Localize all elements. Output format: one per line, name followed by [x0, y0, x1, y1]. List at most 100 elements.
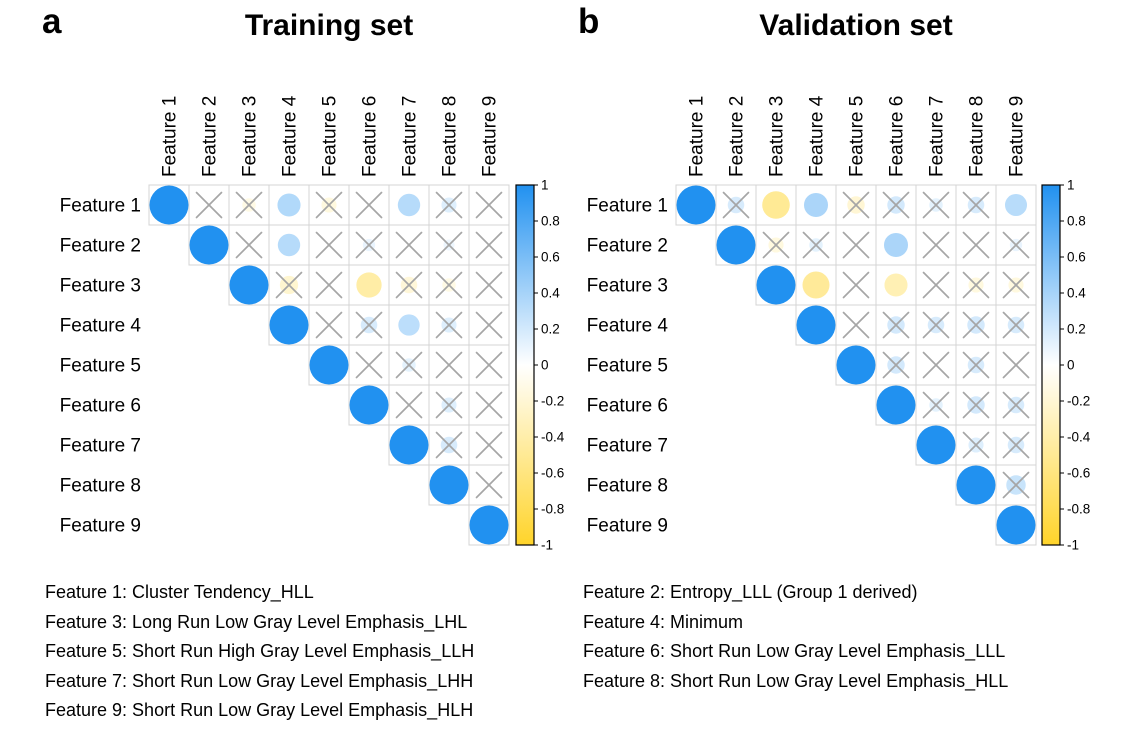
- matrix-cell: [835, 184, 877, 226]
- x-mark: [315, 271, 343, 299]
- matrix-cell: [955, 384, 997, 426]
- colorbar-tick-label: -0.2: [541, 394, 564, 409]
- colorbar-tick-label: 0.6: [1067, 250, 1086, 265]
- matrix-cell: [875, 304, 917, 346]
- matrix-cell: [875, 264, 917, 306]
- x-mark: [435, 311, 463, 339]
- x-mark: [1002, 351, 1030, 379]
- matrix-cell: [468, 464, 510, 506]
- matrix-cell: [915, 224, 957, 266]
- matrix-cell: [428, 464, 470, 506]
- matrix-cell: [875, 344, 917, 386]
- diagonal-circle: [469, 505, 509, 545]
- correlation-circle: [277, 193, 301, 217]
- colorbar-tick-label: -0.8: [1067, 502, 1090, 517]
- x-mark: [435, 271, 463, 299]
- matrix-cell: [388, 424, 430, 466]
- matrix-cell: [915, 384, 957, 426]
- matrix-cell: [715, 224, 757, 266]
- column-label: Feature 6: [887, 96, 908, 177]
- matrix-cell: [268, 264, 310, 306]
- matrix-cell: [268, 224, 310, 266]
- correlation-circle: [1004, 193, 1028, 217]
- x-mark: [435, 431, 463, 459]
- x-mark: [315, 191, 343, 219]
- cell-border: [348, 304, 390, 346]
- colorbar-gradient: [1041, 184, 1061, 546]
- x-mark: [435, 191, 463, 219]
- x-mark: [922, 391, 950, 419]
- matrix-cell: [915, 184, 957, 226]
- colorbar-tick-label: 0: [541, 358, 549, 373]
- x-mark: [962, 311, 990, 339]
- colorbar-tick-label: -0.4: [1067, 430, 1091, 445]
- row-label: Feature 4: [60, 316, 142, 337]
- diagonal-circle: [796, 305, 836, 345]
- correlation-circle: [883, 232, 909, 258]
- x-mark: [435, 231, 463, 259]
- colorbar-tick-label: 0.8: [541, 214, 560, 229]
- matrix-cell: [915, 304, 957, 346]
- colorbar-tick-label: 0: [1067, 358, 1075, 373]
- colorbar-tick-label: 0.4: [1067, 286, 1086, 301]
- column-label: Feature 5: [320, 96, 341, 177]
- correlation-circle: [277, 233, 301, 257]
- matrix-cell: [875, 224, 917, 266]
- column-label: Feature 6: [360, 96, 381, 177]
- x-mark: [922, 191, 950, 219]
- x-mark: [1002, 311, 1030, 339]
- panel-b-letter: b: [578, 2, 600, 41]
- x-mark: [722, 191, 750, 219]
- matrix-cell: [228, 184, 270, 226]
- column-label: Feature 2: [727, 96, 748, 177]
- x-mark: [475, 191, 503, 219]
- diagonal-circle: [916, 425, 956, 465]
- x-mark: [922, 351, 950, 379]
- colorbar-tick-label: -0.6: [541, 466, 564, 481]
- colorbar-tick-label: 0.2: [541, 322, 560, 337]
- x-mark: [762, 231, 790, 259]
- matrix-cell: [995, 224, 1037, 266]
- x-mark: [235, 191, 263, 219]
- row-label: Feature 3: [60, 276, 141, 297]
- x-mark: [395, 351, 423, 379]
- matrix-cell: [835, 264, 877, 306]
- row-label: Feature 7: [60, 436, 141, 457]
- matrix-cell: [388, 304, 430, 346]
- matrix-cell: [995, 344, 1037, 386]
- column-label: Feature 4: [280, 95, 301, 177]
- matrix-cell: [348, 184, 390, 226]
- matrix-cell: [188, 224, 230, 266]
- matrix-cell: [955, 264, 997, 306]
- diagonal-circle: [876, 385, 916, 425]
- correlation-circle: [762, 191, 790, 219]
- matrix-cell: [755, 224, 797, 266]
- matrix-cell: [755, 264, 797, 306]
- x-mark: [842, 271, 870, 299]
- matrix-cell: [995, 424, 1037, 466]
- matrix-cell: [795, 184, 837, 226]
- x-mark: [235, 231, 263, 259]
- correlation-circle: [884, 273, 908, 297]
- legend-line: Feature 2: Entropy_LLL (Group 1 derived): [583, 582, 918, 602]
- diagonal-circle: [676, 185, 716, 225]
- matrix-cell: [915, 424, 957, 466]
- row-label: Feature 7: [587, 436, 668, 457]
- diagonal-circle: [269, 305, 309, 345]
- row-label: Feature 9: [587, 516, 668, 537]
- row-label: Feature 1: [60, 196, 141, 217]
- x-mark: [475, 311, 503, 339]
- x-mark: [802, 231, 830, 259]
- matrix-cell: [348, 344, 390, 386]
- matrix-cell: [268, 304, 310, 346]
- x-mark: [882, 191, 910, 219]
- correlation-circle: [398, 314, 420, 336]
- matrix-cell: [468, 304, 510, 346]
- row-label: Feature 2: [587, 236, 668, 257]
- x-mark: [355, 311, 383, 339]
- correlation-circle: [356, 272, 382, 298]
- colorbar-tick-label: 1: [541, 178, 549, 193]
- diagonal-circle: [149, 185, 189, 225]
